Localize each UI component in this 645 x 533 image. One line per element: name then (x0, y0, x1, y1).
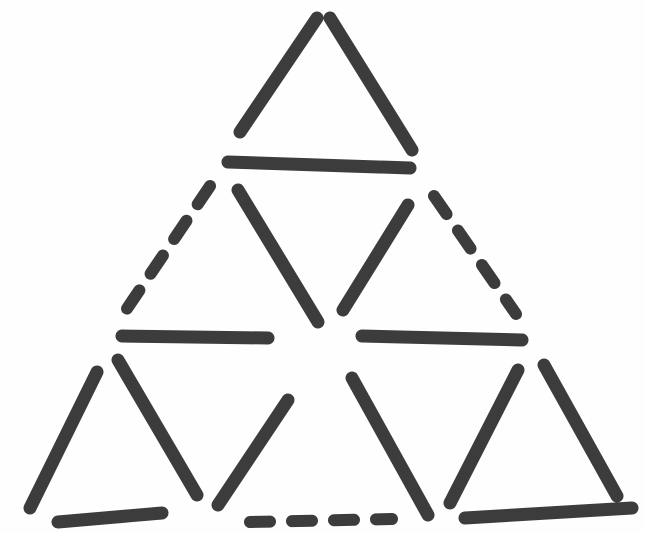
stick-left-inner (118, 360, 197, 495)
stick-top-base (228, 162, 410, 168)
solid-sticks-group (30, 18, 632, 522)
stick-right-inner (450, 370, 518, 503)
stick-top-left (240, 18, 317, 132)
stick-top-right (330, 18, 412, 150)
stick-right-outer (544, 365, 617, 496)
stick-base-left (58, 513, 162, 522)
stick-mid-center-left (238, 190, 318, 322)
dash-left-slope (122, 186, 210, 316)
stick-mid-center-right (343, 205, 408, 310)
dash-bottom (250, 519, 392, 522)
dash-right-slope (434, 196, 516, 314)
stick-mid-base-right (362, 336, 522, 340)
stick-center-left (218, 400, 288, 505)
stick-mid-base-left (122, 336, 268, 338)
stick-center-right (352, 378, 428, 515)
stick-left-outer (30, 372, 97, 508)
stick-base-right (465, 508, 632, 518)
